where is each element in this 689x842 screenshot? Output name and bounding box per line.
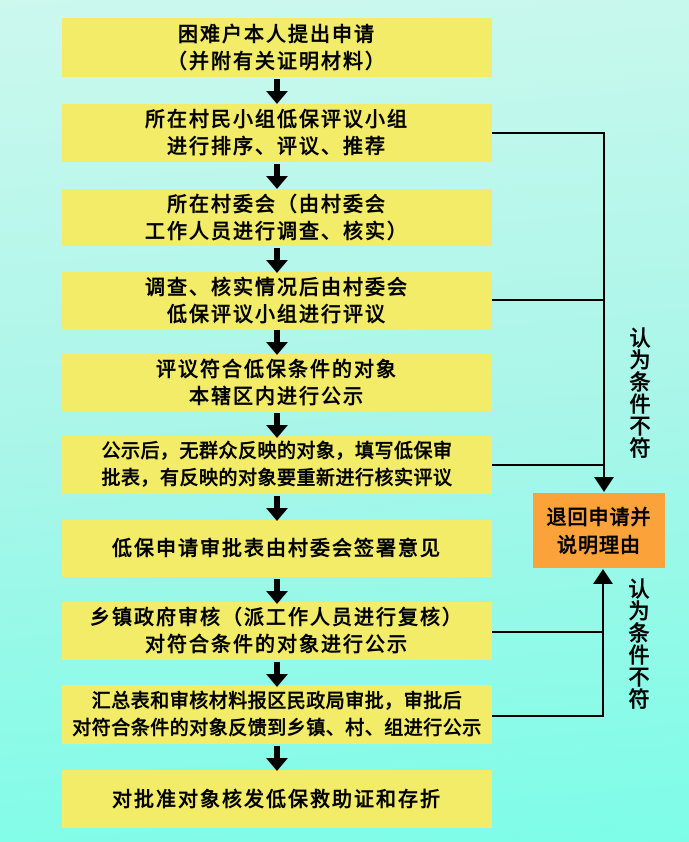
connector-line xyxy=(492,132,605,134)
step-text-line: 批表，有反映的对象要重新进行核实评议 xyxy=(101,467,453,489)
connector-line xyxy=(492,464,605,466)
step-text-line: （并附有关证明材料） xyxy=(167,48,387,73)
flow-step-bureau-approval: 汇总表和审核材料报区民政局审批，审批后 对符合条件的对象反馈到乡镇、村、组进行公… xyxy=(62,685,492,744)
flow-step-publicity: 评议符合低保条件的对象 本辖区内进行公示 xyxy=(62,354,492,411)
arrowhead-down-icon xyxy=(594,477,614,492)
down-arrow-icon xyxy=(266,330,288,355)
return-text-line: 退回申请并 xyxy=(546,504,652,529)
flow-step-sign-opinion: 低保申请审批表由村委会签署意见 xyxy=(62,520,492,577)
flow-step-apply: 困难户本人提出申请 （并附有关证明材料） xyxy=(62,18,492,77)
step-text-line: 进行排序、评议、推荐 xyxy=(167,134,387,158)
step-text-line: 所在村民小组低保评议小组 xyxy=(145,107,409,131)
down-arrow-icon xyxy=(266,496,288,521)
step-text-line: 调查、核实情况后由村委会 xyxy=(145,274,409,299)
step-text-line: 工作人员进行调查、核实） xyxy=(145,218,409,243)
step-text-line: 困难户本人提出申请 xyxy=(178,21,376,46)
side-label-lower: 认为条件不符 xyxy=(626,578,650,710)
return-text-line: 说明理由 xyxy=(557,532,641,557)
step-text-line: 评议符合低保条件的对象 xyxy=(156,356,398,381)
side-label-upper: 认为条件不符 xyxy=(627,327,651,459)
step-text-line: 乡镇政府审核（派工作人员进行复核） xyxy=(90,605,464,629)
down-arrow-icon xyxy=(266,164,288,189)
down-arrow-icon xyxy=(266,248,288,273)
down-arrow-icon xyxy=(266,413,288,438)
connector-line xyxy=(602,583,604,717)
flow-step-committee-check: 所在村委会（由村委会 工作人员进行调查、核实） xyxy=(62,189,492,246)
down-arrow-icon xyxy=(266,79,288,104)
step-text-line: 公示后，无群众反映的对象，填写低保审 xyxy=(101,440,453,462)
connector-line xyxy=(603,132,605,478)
step-text-line: 低保评议小组进行评议 xyxy=(167,301,387,326)
flow-step-group-review: 所在村民小组低保评议小组 进行排序、评议、推荐 xyxy=(62,104,492,162)
down-arrow-icon xyxy=(266,746,288,771)
step-text-line: 对符合条件的对象反馈到乡镇、村、组进行公示 xyxy=(72,716,482,739)
step-text-line: 对符合条件的对象进行公示 xyxy=(145,632,409,656)
step-text-line: 所在村委会（由村委会 xyxy=(167,191,387,216)
connector-line xyxy=(492,631,604,633)
flow-step-issue-certificate: 对批准对象核发低保救助证和存折 xyxy=(62,770,492,828)
flow-step-fill-form: 公示后，无群众反映的对象，填写低保审 批表，有反映的对象要重新进行核实评议 xyxy=(62,436,492,494)
step-text-line: 对批准对象核发低保救助证和存折 xyxy=(112,786,442,811)
down-arrow-icon xyxy=(266,662,288,687)
step-text-line: 汇总表和审核材料报区民政局审批，审批后 xyxy=(91,689,463,712)
step-text-line: 本辖区内进行公示 xyxy=(189,383,365,408)
arrowhead-up-icon xyxy=(593,569,613,584)
return-application-box: 退回申请并 说明理由 xyxy=(533,493,665,568)
step-text-line: 低保申请审批表由村委会签署意见 xyxy=(112,536,442,560)
down-arrow-icon xyxy=(266,579,288,604)
connector-line xyxy=(492,715,604,717)
flow-step-township-review: 乡镇政府审核（派工作人员进行复核） 对符合条件的对象进行公示 xyxy=(62,602,492,660)
connector-line xyxy=(492,299,605,301)
flow-step-committee-appraise: 调查、核实情况后由村委会 低保评议小组进行评议 xyxy=(62,272,492,329)
